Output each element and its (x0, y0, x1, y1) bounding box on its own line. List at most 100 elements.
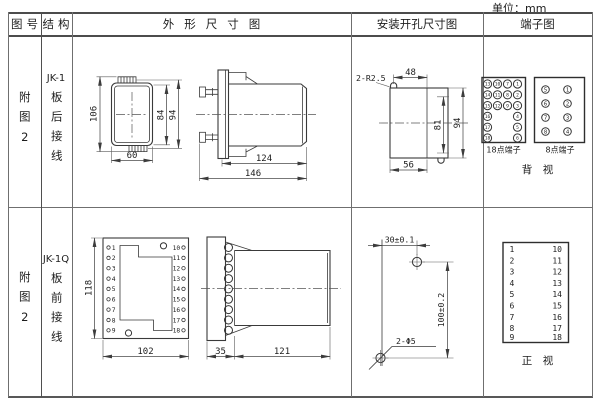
terminal-number: 13 (173, 276, 181, 283)
terminal-number: 3 (516, 103, 519, 109)
dim-146: 146 (245, 169, 261, 179)
row1-model-label: JK-1 (46, 73, 66, 84)
column-divider-outline (351, 12, 352, 397)
terminal-number: 3 (510, 268, 515, 277)
row2-structure: JK-1Q 板前接线 (41, 207, 71, 396)
column-divider-structure (71, 12, 73, 397)
front-terminal-circles (106, 245, 186, 333)
terminal-number: 6 (544, 102, 547, 108)
terminal-number: 18 (173, 328, 181, 335)
terminal-number: 12 (552, 268, 562, 277)
terminal-number: 7 (112, 307, 116, 314)
table-border-left (8, 12, 9, 397)
terminal-number: 14 (552, 290, 562, 299)
front-view-label: 正 视 (522, 354, 554, 367)
table-border-top (8, 12, 593, 14)
terminal-number: 16 (552, 313, 562, 322)
terminal-number: 4 (112, 276, 116, 283)
dim-84: 84 (157, 110, 167, 121)
dim-81: 81 (434, 120, 444, 131)
terminal-number: 18 (485, 136, 491, 142)
terminal-number: 3 (112, 266, 116, 273)
label-18pt: 18点端子 (486, 145, 520, 155)
terminal-number: 8 (112, 317, 116, 324)
side-terminal-circles (224, 243, 233, 335)
terminal-number: 11 (173, 255, 181, 262)
dim-124: 124 (256, 154, 272, 164)
dim-48: 48 (405, 68, 416, 78)
terminal-number: 10 (173, 245, 181, 252)
jk1-terminal-diagram: 13 10 7 1 14 11 8 2 15 12 9 3 16 4 17 5 … (481, 76, 586, 176)
terminal-number: 10 (495, 82, 501, 88)
terminal-number: 6 (516, 136, 519, 142)
row1-fig-no: 附图2 (8, 36, 40, 206)
terminal-number: 2 (112, 255, 116, 262)
terminal-number: 6 (510, 302, 515, 311)
table-border-right (592, 12, 593, 397)
row2-model-label: JK-1Q (42, 253, 70, 265)
terminal-number: 8 (544, 130, 548, 136)
dim-121: 121 (274, 347, 290, 357)
terminal-8pt-circles (541, 85, 572, 136)
jk1q-side-view: 35 121 (201, 236, 341, 360)
terminal-number: 6 (112, 297, 116, 304)
terminal-number: 5 (544, 88, 547, 94)
terminal-number: 15 (485, 103, 491, 109)
terminal-number: 12 (495, 103, 501, 109)
terminal-number: 5 (112, 286, 116, 293)
terminal-number: 15 (552, 302, 562, 311)
terminal-number: 1 (510, 245, 515, 254)
table-border-bottom (8, 396, 593, 398)
dim-94-mounting: 94 (453, 118, 463, 129)
jk1q-terminal-table: 1 2 3 4 5 6 7 8 9 10 11 12 13 14 15 16 1… (502, 241, 570, 367)
terminal-number: 17 (485, 125, 491, 131)
terminal-number: 9 (510, 333, 515, 342)
hole-note-2-phi5: 2-Φ5 (396, 336, 416, 346)
row-divider (8, 206, 593, 208)
terminal-number: 17 (173, 317, 181, 324)
row2-wiring-label: 板前接线 (49, 271, 64, 350)
unit-label: 单位：mm (492, 2, 547, 15)
jk1-mounting-cutout: 2-R2.5 48 56 81 94 (356, 68, 470, 173)
terminal-number: 16 (485, 114, 491, 120)
jk1q-front-view: 1 2 3 4 5 6 7 8 9 10 11 12 13 14 15 16 1… (85, 237, 190, 360)
jk1-side-view: 124 146 (196, 69, 316, 181)
terminal-number: 11 (552, 256, 562, 265)
terminal-number: 13 (485, 82, 491, 88)
dim-102: 102 (137, 347, 153, 357)
dim-106: 106 (90, 106, 100, 122)
dim-60: 60 (127, 151, 138, 161)
terminal-number: 7 (510, 313, 515, 322)
terminal-number: 4 (516, 114, 519, 120)
terminal-number: 2 (510, 256, 515, 265)
dim-56: 56 (403, 161, 414, 171)
slot-note-2-R2.5: 2-R2.5 (356, 73, 386, 83)
terminal-number: 11 (495, 93, 501, 99)
terminal-number: 3 (566, 116, 569, 122)
terminal-number: 7 (544, 116, 547, 122)
terminal-number: 4 (566, 130, 570, 136)
terminal-18pt-circles (482, 79, 523, 143)
terminal-number: 7 (506, 82, 509, 88)
terminal-number: 4 (510, 279, 515, 288)
terminal-number: 16 (173, 307, 181, 314)
column-divider-mounting (483, 12, 484, 397)
jk1q-mounting-holes: 30±0.1 100±0.2 2-Φ5 (368, 235, 454, 370)
terminal-number: 2 (516, 93, 519, 99)
terminal-number: 1 (112, 245, 116, 252)
terminal-number: 17 (552, 324, 562, 333)
terminal-number: 13 (552, 279, 562, 288)
terminal-number: 9 (506, 103, 509, 109)
terminal-number: 15 (173, 297, 181, 304)
row1-structure: JK-1 板后接线 (41, 36, 71, 206)
header-terminal-diagram: 端子图 (520, 17, 555, 31)
terminal-number: 8 (506, 93, 509, 99)
terminal-number: 12 (173, 266, 181, 273)
row1-wiring-label: 板后接线 (49, 91, 64, 169)
label-8pt: 8点端子 (545, 145, 574, 155)
terminal-number: 10 (552, 245, 562, 254)
header-structure: 结构 (42, 17, 74, 31)
row1-fig-label: 附图2 (17, 90, 32, 152)
